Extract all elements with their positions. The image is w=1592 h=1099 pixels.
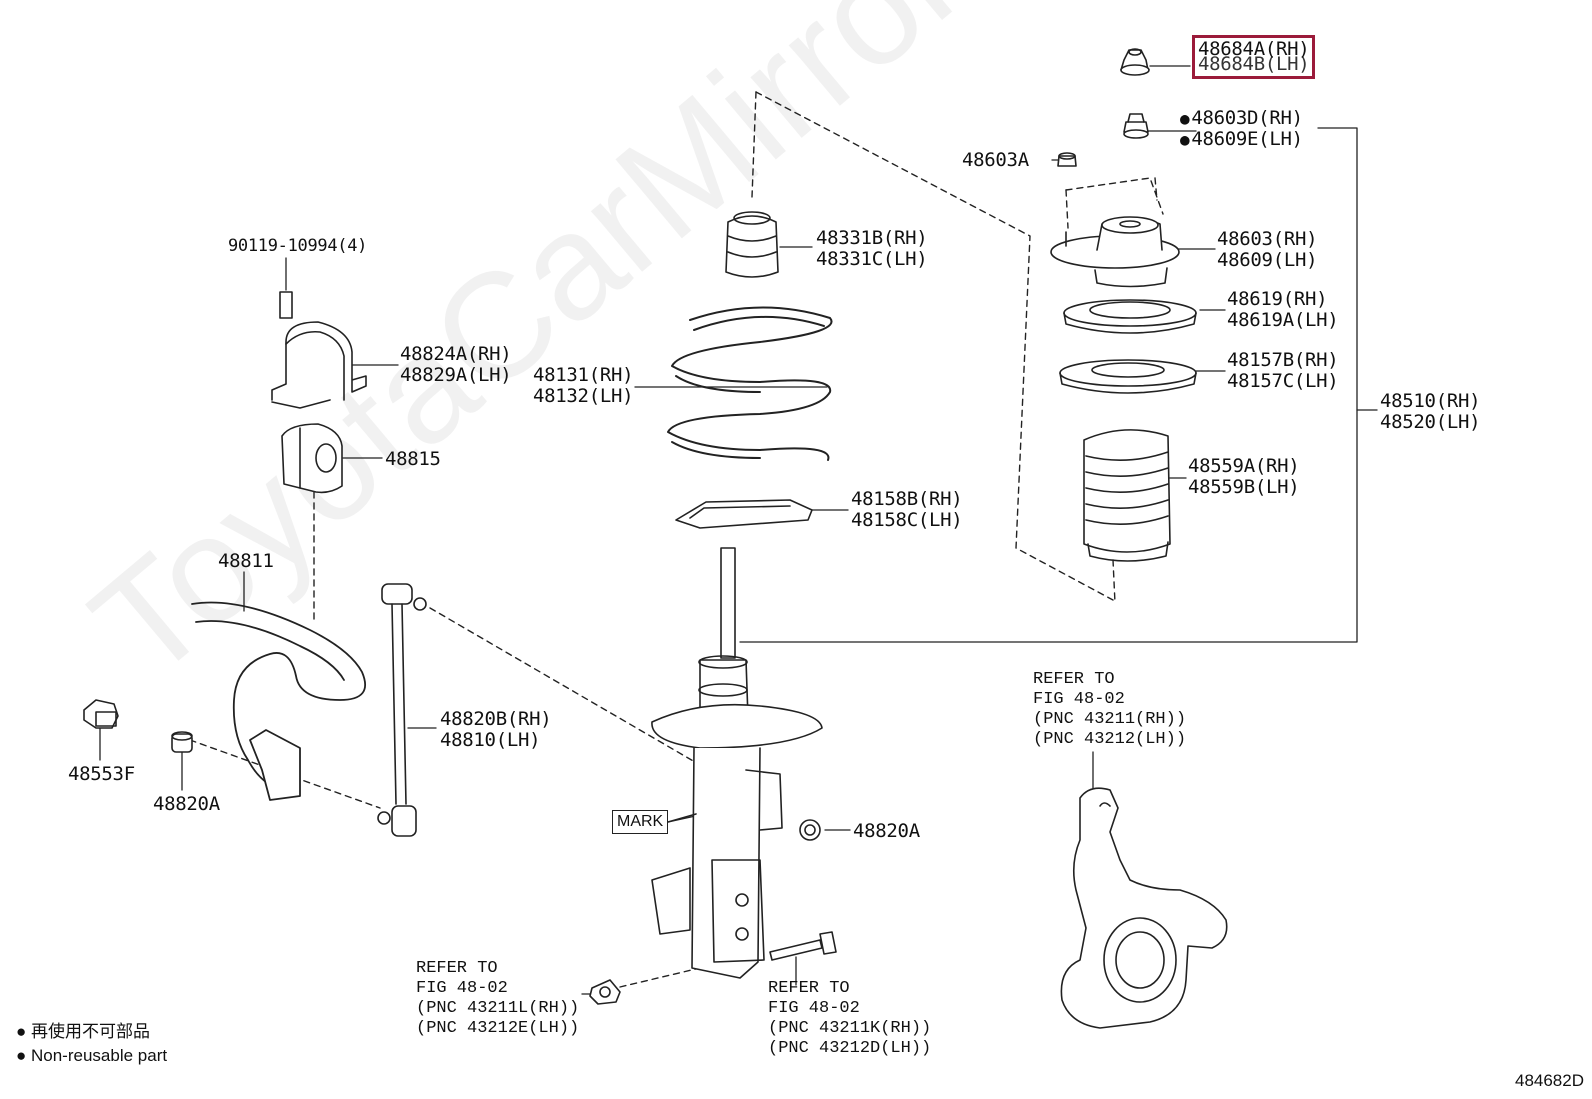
cap-nut-48684 — [1120, 48, 1150, 76]
shock-absorber-strut — [651, 547, 823, 979]
refer-knuckle-line-4: (PNC 43212(LH)) — [1033, 730, 1187, 749]
legend: ● 再使用不可部品 ● Non-reusable part — [16, 1017, 167, 1066]
part-48619: 48619(RH) — [1227, 288, 1328, 310]
refer-bolt-note[interactable]: REFER TO FIG 48-02 (PNC 43211K(RH)) (PNC… — [768, 979, 931, 1059]
bullet-icon: ● — [16, 1022, 31, 1041]
part-48820B: 48820B(RH) — [440, 708, 552, 730]
part-48157B: 48157B(RH) — [1227, 349, 1339, 371]
legend-english: ● Non-reusable part — [16, 1046, 167, 1066]
bearing-48619 — [1063, 299, 1197, 334]
part-label-48603A[interactable]: 48603A — [962, 149, 1029, 171]
refer-nut-line-2: FIG 48-02 — [416, 979, 508, 998]
part-label-48157[interactable]: 48157B(RH) 48157C(LH) — [1227, 349, 1339, 392]
refer-bolt-line-1: REFER TO — [768, 979, 850, 998]
part-48609: 48609(LH) — [1217, 249, 1318, 271]
legend-japanese-text: 再使用不可部品 — [31, 1022, 150, 1041]
mark-label: MARK — [612, 810, 669, 834]
refer-knuckle-note[interactable]: REFER TO FIG 48-02 (PNC 43211(RH)) (PNC … — [1033, 670, 1186, 750]
mark-pointer — [667, 813, 697, 823]
part-label-48820B[interactable]: 48820B(RH) 48810(LH) — [440, 708, 552, 751]
part-48609E: 48609E(LH) — [1180, 129, 1303, 150]
refer-nut-line-4: (PNC 43212E(LH)) — [416, 1019, 580, 1038]
part-label-48553F[interactable]: 48553F — [68, 763, 135, 785]
legend-english-text: Non-reusable part — [31, 1046, 168, 1065]
part-label-48811[interactable]: 48811 — [218, 550, 274, 572]
diagram-id: 484682D — [1514, 1071, 1584, 1090]
part-48158C: 48158C(LH) — [851, 509, 963, 531]
refer-bolt-line-3: (PNC 43211K(RH)) — [768, 1019, 932, 1038]
leader-lines — [99, 65, 1378, 995]
dashed-lines — [189, 91, 1164, 988]
part-48684A: 48684A(RH) — [1198, 38, 1310, 60]
refer-nut-note[interactable]: REFER TO FIG 48-02 (PNC 43211L(RH)) (PNC… — [416, 959, 579, 1039]
part-label-48619[interactable]: 48619(RH) 48619A(LH) — [1227, 288, 1339, 331]
part-label-90119[interactable]: 90119-10994(4) — [228, 236, 368, 256]
refer-knuckle-line-3: (PNC 43211(RH)) — [1033, 710, 1187, 729]
part-label-48603[interactable]: 48603(RH) 48609(LH) — [1217, 228, 1318, 271]
part-48559A: 48559A(RH) — [1188, 455, 1300, 477]
coil-spring-48131 — [667, 306, 833, 461]
part-48158B: 48158B(RH) — [851, 488, 963, 510]
part-48619A: 48619A(LH) — [1227, 309, 1339, 331]
stabilizer-bar-48811 — [191, 601, 367, 801]
part-label-48815[interactable]: 48815 — [385, 448, 441, 470]
part-48132: 48132(LH) — [533, 385, 634, 407]
part-label-48331[interactable]: 48331B(RH) 48331C(LH) — [816, 227, 928, 270]
part-48331C: 48331C(LH) — [816, 248, 928, 270]
part-48603: 48603(RH) — [1217, 228, 1318, 250]
seat-48157 — [1059, 359, 1197, 394]
part-48157C: 48157C(LH) — [1227, 370, 1339, 392]
part-48810: 48810(LH) — [440, 729, 541, 751]
refer-bolt-line-2: FIG 48-02 — [768, 999, 860, 1018]
nut-48820A-left — [171, 731, 193, 753]
part-48520: 48520(LH) — [1380, 411, 1481, 433]
legend-japanese: ● 再使用不可部品 — [16, 1017, 167, 1042]
nut-48820A-right — [799, 819, 821, 841]
nut-48553F — [83, 699, 119, 729]
refer-knuckle-line-1: REFER TO — [1033, 670, 1115, 689]
part-48684B: 48684B(LH) — [1198, 53, 1310, 75]
part-label-48824[interactable]: 48824A(RH) 48829A(LH) — [400, 343, 512, 386]
refer-knuckle-line-2: FIG 48-02 — [1033, 690, 1125, 709]
stabilizer-link-48820B — [377, 583, 427, 837]
part-label-48603D[interactable]: 48603D(RH) 48609E(LH) — [1180, 108, 1303, 150]
bracket-48824 — [271, 291, 367, 409]
insulator-48158 — [675, 499, 813, 529]
nut-48603D — [1123, 113, 1149, 139]
part-label-48820A-right[interactable]: 48820A — [853, 820, 920, 842]
part-label-48820A-left[interactable]: 48820A — [153, 793, 220, 815]
refer-nut-line-1: REFER TO — [416, 959, 498, 978]
bullet-icon: ● — [16, 1046, 31, 1065]
part-label-48510[interactable]: 48510(RH) 48520(LH) — [1380, 390, 1481, 433]
part-48331B: 48331B(RH) — [816, 227, 928, 249]
nut-48603A — [1057, 152, 1077, 167]
lower-nut — [589, 979, 621, 1005]
part-48131: 48131(RH) — [533, 364, 634, 386]
boot-48559 — [1083, 429, 1171, 562]
part-48824A: 48824A(RH) — [400, 343, 512, 365]
steering-knuckle — [1060, 787, 1228, 1029]
lower-bolt — [769, 931, 837, 961]
part-48829A: 48829A(LH) — [400, 364, 512, 386]
part-48603D: 48603D(RH) — [1180, 108, 1303, 129]
part-label-48131[interactable]: 48131(RH) 48132(LH) — [533, 364, 634, 407]
refer-bolt-line-4: (PNC 43212D(LH)) — [768, 1039, 932, 1058]
refer-nut-line-3: (PNC 43211L(RH)) — [416, 999, 580, 1018]
part-48510: 48510(RH) — [1380, 390, 1481, 412]
bump-stop-48331 — [725, 211, 779, 278]
support-48603 — [1050, 216, 1180, 288]
part-48559B: 48559B(LH) — [1188, 476, 1300, 498]
bushing-48815 — [281, 423, 343, 494]
part-label-48684[interactable]: 48684A(RH) 48684B(LH) — [1191, 35, 1316, 79]
part-label-48158[interactable]: 48158B(RH) 48158C(LH) — [851, 488, 963, 531]
part-label-48559[interactable]: 48559A(RH) 48559B(LH) — [1188, 455, 1300, 498]
